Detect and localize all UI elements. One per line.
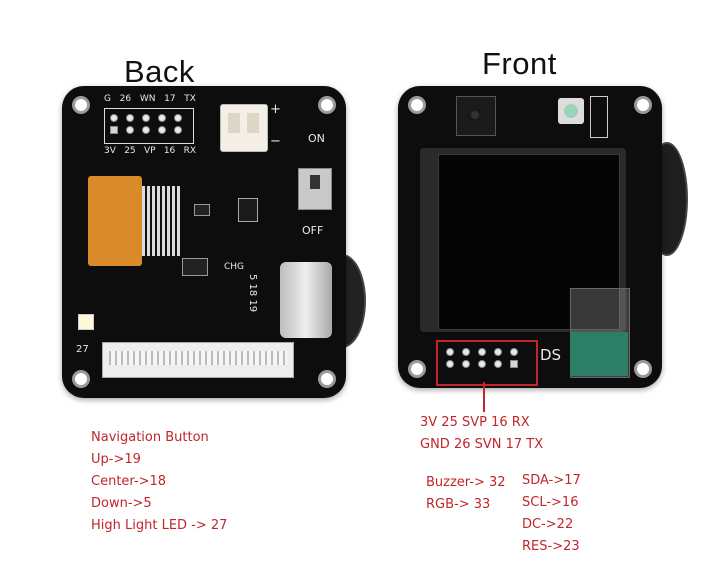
- front-pin-labels-row1: 3V 25 SVP 16 RX: [420, 415, 530, 430]
- nav-down-label: Down->5: [91, 496, 152, 511]
- front-board-image: DS: [398, 86, 688, 388]
- flex-traces: [142, 186, 180, 256]
- buzzer-pin-label: Buzzer-> 32: [426, 475, 506, 490]
- pin-header-highlight: [436, 340, 538, 386]
- switch-off-label: OFF: [302, 224, 324, 237]
- mounting-hole: [634, 96, 652, 114]
- rgb-pin-label: RGB-> 33: [426, 497, 491, 512]
- smd-outline: [590, 96, 608, 138]
- ds-label: DS: [540, 346, 562, 364]
- high-light-led: [78, 314, 94, 330]
- display-flex-cable: [88, 176, 142, 266]
- switch-on-label: ON: [308, 132, 325, 145]
- scl-pin-label: SCL->16: [522, 495, 579, 510]
- pin-header: [110, 114, 186, 134]
- res-pin-label: RES->23: [522, 539, 580, 554]
- mounting-hole: [318, 370, 336, 388]
- mounting-hole: [72, 96, 90, 114]
- film-tab-green: [570, 332, 628, 376]
- charge-chip: [182, 258, 208, 276]
- buzzer: [456, 96, 496, 136]
- nav-pin-numbers: 5 18 19: [247, 274, 258, 313]
- power-switch: [298, 168, 332, 210]
- mounting-hole: [634, 360, 652, 378]
- minus-sign: −: [270, 134, 281, 149]
- smd-component: [194, 204, 210, 216]
- callout-line: [483, 382, 485, 412]
- front-pin-labels-row2: GND 26 SVN 17 TX: [420, 437, 544, 452]
- mounting-hole: [408, 96, 426, 114]
- back-title: Back: [124, 54, 195, 89]
- plus-sign: +: [270, 102, 281, 117]
- navigation-button: [280, 262, 332, 338]
- front-pin-header: [446, 348, 522, 368]
- navigation-heading: Navigation Button: [91, 430, 209, 445]
- side-wheel: [646, 142, 688, 256]
- battery-connector: [220, 104, 268, 152]
- chg-label: CHG: [224, 262, 245, 272]
- nav-led-label: High Light LED -> 27: [91, 518, 228, 533]
- header-top-labels: G 26 WN 17 TX: [104, 94, 196, 104]
- front-title: Front: [482, 46, 557, 81]
- mounting-hole: [408, 360, 426, 378]
- regulator-chip: [238, 198, 258, 222]
- pin-header-outline: [104, 108, 194, 144]
- mounting-hole: [72, 370, 90, 388]
- fpc-connector: [102, 342, 294, 378]
- display-screen: [438, 154, 620, 330]
- back-board-image: G 26 WN 17 TX 3V 25 VP 16 RX + − ON OFF …: [62, 86, 366, 398]
- header-bottom-labels: 3V 25 VP 16 RX: [104, 146, 196, 156]
- sda-pin-label: SDA->17: [522, 473, 581, 488]
- nav-up-label: Up->19: [91, 452, 141, 467]
- rgb-led: [558, 98, 584, 124]
- mounting-hole: [318, 96, 336, 114]
- dc-pin-label: DC->22: [522, 517, 574, 532]
- pin27-label: 27: [76, 344, 89, 355]
- nav-center-label: Center->18: [91, 474, 167, 489]
